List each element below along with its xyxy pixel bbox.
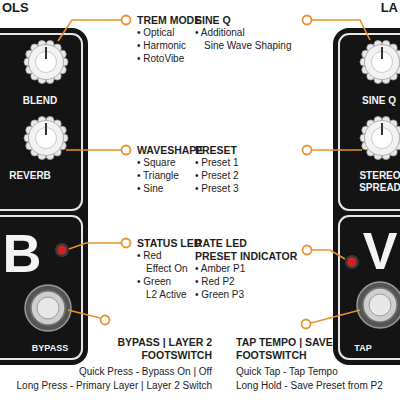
callout-item: • Red P2 xyxy=(195,276,235,288)
knob-pointer xyxy=(45,47,47,59)
callout-item: • Triangle xyxy=(137,170,179,182)
leader-line xyxy=(58,20,121,41)
knob-label: STEREO SPREAD xyxy=(355,170,400,193)
callout-item: • Preset 1 xyxy=(195,157,239,169)
callout-item: • Harmonic xyxy=(137,40,186,52)
knob-label: SINE Q xyxy=(349,95,400,107)
callout-item: Long Press - Primary Layer | Layer 2 Swi… xyxy=(17,380,212,392)
led-ring xyxy=(55,243,69,257)
callout-item: • Green xyxy=(137,276,171,288)
panel-outline xyxy=(0,216,82,359)
callout-item: • Preset 2 xyxy=(195,170,239,182)
pedal-logo: V xyxy=(358,222,400,282)
callout-item: • Amber P1 xyxy=(195,263,245,275)
callout-heading: BYPASS | LAYER 2 xyxy=(117,336,212,348)
leader-line xyxy=(312,149,362,151)
callout-dot xyxy=(122,146,131,155)
knob-label: REVERB xyxy=(0,170,60,182)
callout-item: Long Hold - Save Preset from P2 xyxy=(236,380,383,392)
callout-item: Sine Wave Shaping xyxy=(204,40,291,52)
status-led xyxy=(58,246,67,255)
footswitch-label: TAP xyxy=(338,343,388,353)
callout-dot xyxy=(122,16,131,25)
knob-body xyxy=(29,45,64,80)
rate-led xyxy=(348,258,357,267)
callout-heading: TAP TEMPO | SAVE xyxy=(236,336,333,348)
footswitch-cap xyxy=(37,297,59,319)
section-heading: OLS xyxy=(2,0,29,15)
knob-pointer xyxy=(381,123,383,135)
callout-dots xyxy=(101,16,312,329)
footswitch-ring xyxy=(357,282,400,328)
callout-heading: FOOTSWITCH xyxy=(236,349,307,361)
callout-item: • RotoVibe xyxy=(137,53,184,65)
leader-line xyxy=(312,250,345,259)
callout-item: • Preset 3 xyxy=(195,183,239,195)
callout-heading: PRESET xyxy=(195,144,237,156)
callout-item: Quick Tap - Tap Tempo xyxy=(236,366,338,378)
footswitch xyxy=(31,291,65,325)
leader-line xyxy=(66,149,121,151)
callout-item: • Green P3 xyxy=(195,289,244,301)
callout-heading: SINE Q xyxy=(195,14,231,26)
knob-label: BLEND xyxy=(10,95,70,107)
callout-item: • Red xyxy=(137,250,162,262)
callout-heading: RATE LED xyxy=(195,237,247,249)
pedal-logo: B xyxy=(0,222,44,284)
callout-item: • Optical xyxy=(137,27,174,39)
callout-item: • Sine xyxy=(137,183,163,195)
callout-item: Quick Press - Bypass On | Off xyxy=(79,366,212,378)
knob-pointer xyxy=(45,123,47,135)
leader-line xyxy=(69,243,121,249)
callout-heading: WAVESHAPE xyxy=(137,144,203,156)
pedal-face: BLEND REVERB B BYPASS xyxy=(0,28,88,365)
knobs xyxy=(24,40,400,159)
callout-heading: PRESET INDICATOR xyxy=(195,250,297,262)
callout-dot xyxy=(303,246,312,255)
footswitch xyxy=(363,288,397,322)
leader-line xyxy=(312,20,370,40)
panel-outline xyxy=(339,34,400,210)
callout-dot xyxy=(303,16,312,25)
knob-pointer xyxy=(381,47,383,59)
knob xyxy=(24,40,68,83)
callout-dot xyxy=(101,316,110,325)
callout-dot xyxy=(302,320,311,329)
leader-line xyxy=(311,310,360,323)
callout-heading: TREM MODE xyxy=(137,14,201,26)
knob-body xyxy=(365,121,400,156)
pedal-face: SINE Q STEREO SPREAD V TAP xyxy=(333,28,400,365)
leader-line xyxy=(68,310,100,318)
leader-lines xyxy=(58,20,370,323)
callout-item: Effect On xyxy=(146,263,188,275)
callout-item: L2 Active xyxy=(146,289,187,301)
knob-body xyxy=(29,121,64,156)
pedal-body xyxy=(0,28,88,365)
knob xyxy=(360,116,400,159)
panel-outline xyxy=(0,34,82,210)
knob xyxy=(360,40,400,83)
footswitch-ring xyxy=(25,285,71,331)
callout-item: • Square xyxy=(137,157,176,169)
footswitch-label: BYPASS xyxy=(20,343,80,353)
knob-body xyxy=(365,45,400,80)
callout-heading: STATUS LED xyxy=(137,237,201,249)
footswitch-cap xyxy=(369,294,391,316)
section-heading: LA xyxy=(381,0,398,15)
panel-outline xyxy=(339,216,400,359)
knob xyxy=(24,116,68,159)
callout-item: • Additional xyxy=(195,27,245,39)
callout-dot xyxy=(303,146,312,155)
led-ring xyxy=(345,255,359,269)
callout-heading: FOOTSWITCH xyxy=(141,349,212,361)
callout-dot xyxy=(122,239,131,248)
